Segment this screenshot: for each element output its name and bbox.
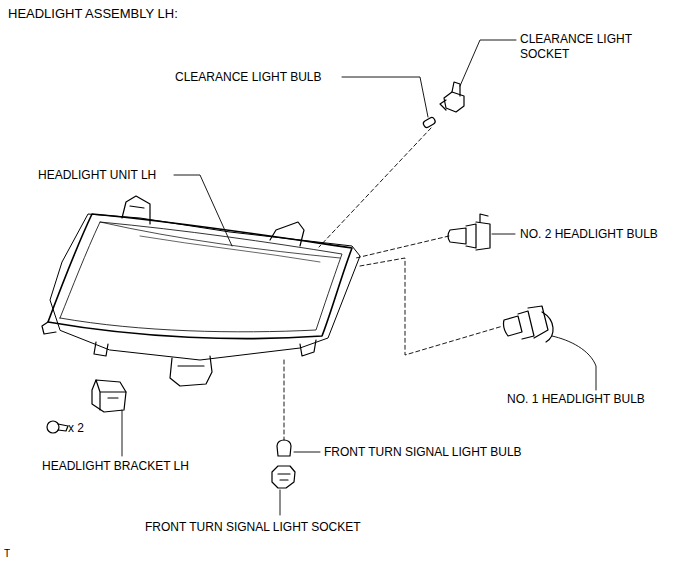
no1-bulb — [504, 306, 554, 342]
part-name: NO. 2 HEADLIGHT BULB — [520, 227, 658, 242]
turn-signal-parts — [272, 440, 295, 488]
part-name: CLEARANCE LIGHT SOCKET — [520, 32, 660, 62]
no2-bulb — [448, 214, 490, 250]
headlight-bracket — [92, 380, 126, 412]
part-name: FRONT TURN SIGNAL LIGHT BULB — [324, 445, 522, 460]
part-name: CLEARANCE LIGHT BULB — [175, 70, 322, 85]
assembly-lines — [284, 128, 503, 440]
part-name: HEADLIGHT UNIT LH — [38, 168, 156, 183]
part-name: NO. 1 HEADLIGHT BULB — [507, 392, 645, 407]
quantity-note: x 2 — [68, 421, 84, 436]
figure-mark: T — [4, 546, 10, 561]
part-name: HEADLIGHT BRACKET LH — [42, 459, 189, 474]
diagram-title: HEADLIGHT ASSEMBLY LH: — [8, 6, 178, 21]
leader-lines — [122, 40, 596, 515]
clearance-light-parts — [422, 82, 464, 128]
bolt — [47, 421, 68, 433]
part-name: FRONT TURN SIGNAL LIGHT SOCKET — [145, 520, 361, 535]
headlight-unit — [42, 196, 360, 386]
